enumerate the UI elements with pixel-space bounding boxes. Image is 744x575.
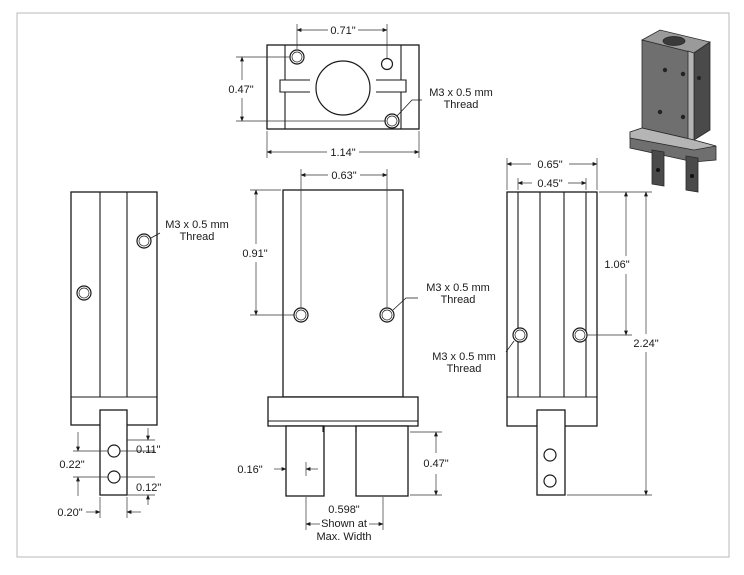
dim-011-label: 0.11" <box>136 444 161 456</box>
front-view-jaw-right <box>355 425 409 497</box>
note-line1: Shown at <box>321 518 367 530</box>
left-view-body <box>70 191 158 426</box>
front-thread-label-line1: M3 x 0.5 mm <box>426 282 490 294</box>
drawing-frame <box>16 12 730 558</box>
left-thread-label-line1: M3 x 0.5 mm <box>165 219 229 231</box>
thread-leader <box>150 232 161 239</box>
left-view-hole-inner <box>78 287 90 299</box>
left-thread-label-line2: Thread <box>180 231 215 243</box>
thread-leader <box>505 340 515 353</box>
front-view: 0.63" 0.91" M3 x 0.5 mm Thread 0.16" 0.4… <box>237 169 490 543</box>
iso-hole <box>680 71 686 77</box>
right-view-jaw-hole <box>543 448 557 462</box>
dim-012-label: 0.12" <box>136 482 161 494</box>
right-side-view: 0.65" 0.45" 1.06" 2.24" M3 x 0.5 mm Thre… <box>432 158 659 496</box>
top-view-hole-inner <box>291 51 303 63</box>
left-side-view: M3 x 0.5 mm Thread 0.22" 0.11" 0.12" 0.2… <box>57 191 229 519</box>
front-view-base <box>267 396 419 427</box>
dim-224-label: 2.24" <box>633 338 658 350</box>
iso-hole <box>680 114 686 120</box>
front-view-body <box>282 189 404 398</box>
left-view-hole-inner <box>138 235 150 247</box>
top-thread-label-line2: Thread <box>444 99 479 111</box>
iso-front-face <box>641 39 695 141</box>
dim-016-label: 0.16" <box>237 464 262 476</box>
iso-jaw-hole <box>656 168 660 172</box>
iso-hole <box>662 67 668 73</box>
right-view-body <box>506 191 598 427</box>
front-view-jaw-left <box>285 425 325 497</box>
top-view-hole <box>380 57 394 71</box>
right-thread-label-line2: Thread <box>447 363 482 375</box>
top-overall-dim-label: 1.14" <box>330 147 355 159</box>
iso-hole <box>697 76 701 80</box>
top-thread-label-line1: M3 x 0.5 mm <box>429 87 493 99</box>
dim-106-label: 1.06" <box>604 259 629 271</box>
dim-022-label: 0.22" <box>59 459 84 471</box>
left-view-jaw-hole <box>107 470 121 484</box>
top-width-dim-label: 0.71" <box>330 25 355 37</box>
top-view: 0.71" 0.47" 1.14" M3 x 0.5 mm Thread <box>228 24 493 159</box>
dim-065-label: 0.65" <box>537 159 562 171</box>
thread-leader <box>396 99 422 117</box>
iso-hole <box>657 109 663 115</box>
iso-side-face <box>693 41 711 141</box>
iso-jaw-hole <box>690 174 694 178</box>
top-view-slot-right <box>400 45 407 129</box>
left-view-jaw-hole <box>107 444 121 458</box>
top-view-slot-left <box>279 45 286 129</box>
top-height-dim-label: 0.47" <box>228 84 253 96</box>
dim-063-label: 0.63" <box>331 170 356 182</box>
iso-bore <box>662 36 686 46</box>
dim-0598-label: 0.598" <box>328 504 360 516</box>
isometric-view <box>629 29 717 193</box>
iso-rail <box>687 50 695 141</box>
dim-047-label: 0.47" <box>423 458 448 470</box>
dim-045-label: 0.45" <box>537 178 562 190</box>
front-view-hole-inner <box>295 309 307 321</box>
right-view-hole-inner <box>514 329 526 341</box>
note-line2: Max. Width <box>316 531 371 543</box>
thread-leader <box>392 297 418 311</box>
right-thread-label-line1: M3 x 0.5 mm <box>432 351 496 363</box>
front-thread-label-line2: Thread <box>441 294 476 306</box>
right-view-hole-inner <box>574 329 586 341</box>
dim-020-label: 0.20" <box>57 507 82 519</box>
front-view-hole-inner <box>381 309 393 321</box>
dim-091-label: 0.91" <box>242 248 267 260</box>
right-view-jaw-hole <box>543 474 557 488</box>
top-view-thread-hole-inner <box>386 115 398 127</box>
top-view-center-bore <box>315 60 371 116</box>
iso-base-top <box>629 127 717 151</box>
